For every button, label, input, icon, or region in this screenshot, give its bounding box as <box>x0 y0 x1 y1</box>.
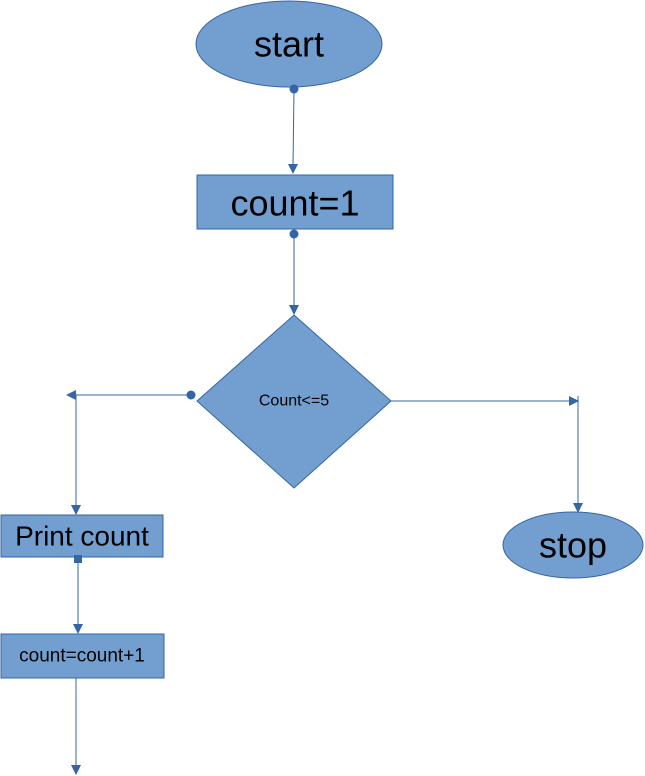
init-node[interactable]: count=1 <box>196 174 394 230</box>
start-label: start <box>254 24 324 65</box>
stop-label: stop <box>539 525 607 566</box>
edge-print-to-increment-origin-square <box>74 555 82 563</box>
edge-start-to-init-arrowhead <box>288 164 298 174</box>
condition-diamond <box>196 314 392 489</box>
stop-ellipse <box>502 511 644 579</box>
stop-node[interactable]: stop <box>502 511 644 579</box>
increment-node[interactable]: count=count+1 <box>0 633 165 679</box>
print-node[interactable]: Print count <box>0 514 164 558</box>
print-rect <box>0 514 164 558</box>
edge-init-to-condition <box>289 229 299 315</box>
start-ellipse <box>195 0 383 88</box>
increment-label: count=count+1 <box>19 646 145 667</box>
init-rect <box>196 174 394 230</box>
condition-node[interactable]: Count<=5 <box>196 314 392 489</box>
edge-condition-to-print <box>66 390 196 515</box>
start-node[interactable]: start <box>195 0 383 88</box>
edge-condition-to-print-arrowhead <box>71 505 81 515</box>
edge-start-to-init-line <box>292 88 295 167</box>
edge-condition-to-stop-arrowhead <box>573 503 583 513</box>
init-label: count=1 <box>230 183 359 224</box>
edge-condition-to-stop <box>391 396 583 513</box>
edge-increment-down-arrowhead <box>71 765 81 775</box>
increment-rect <box>0 633 165 679</box>
edge-start-to-init <box>288 84 299 174</box>
edge-print-to-increment-arrowhead <box>73 624 83 634</box>
edge-condition-to-stop-right-arrowhead <box>569 396 579 406</box>
print-label: Print count <box>15 521 149 552</box>
edge-init-to-condition-arrowhead <box>289 305 299 315</box>
edge-print-to-increment <box>73 555 83 634</box>
condition-label: Count<=5 <box>259 393 329 410</box>
edge-condition-to-print-left-arrowhead <box>66 390 76 400</box>
edge-increment-down <box>71 678 81 775</box>
